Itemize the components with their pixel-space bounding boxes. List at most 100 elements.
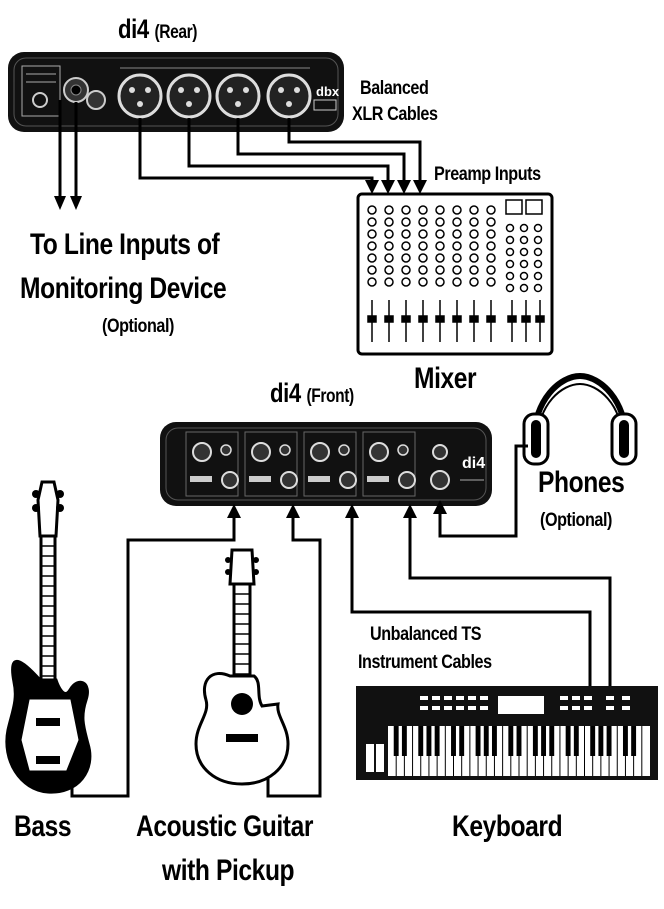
mixer-fader-cap [418, 315, 428, 323]
black-key [541, 726, 547, 756]
optional-left-label: (Optional) [102, 316, 174, 337]
unbalanced-label-line1: Unbalanced TS [370, 624, 482, 645]
mixer-knob [418, 277, 428, 287]
mixer-master-knob [519, 283, 529, 293]
phones-label: Phones [538, 466, 625, 499]
mixer-knob [469, 229, 479, 239]
front-input-jack [339, 471, 357, 489]
mixer-knob [435, 241, 445, 251]
mixer-knob [469, 265, 479, 275]
mixer-master-knob [519, 223, 529, 233]
mixer-knob [452, 217, 462, 227]
front-gain-knob [310, 442, 330, 462]
front-small-knob [220, 444, 232, 456]
mixer-master-knob [519, 259, 529, 269]
di4-rear-title: di4 (Rear) [118, 14, 197, 45]
mixer-knob [384, 217, 394, 227]
keyboard-button [480, 706, 488, 710]
mixer-fader-cap [384, 315, 394, 323]
keyboard-button [622, 706, 630, 710]
mixer-knob [452, 241, 462, 251]
mixer-knob [435, 205, 445, 215]
mixer-master-knob [533, 235, 543, 245]
mixer-knob [418, 265, 428, 275]
keyboard-button [432, 706, 440, 710]
mixer-knob [401, 229, 411, 239]
black-key [598, 726, 604, 756]
mixer-label: Mixer [414, 362, 477, 395]
black-key [491, 726, 497, 756]
mixer-knob [418, 205, 428, 215]
keyboard-button [444, 696, 452, 700]
mixer-master-knob [533, 259, 543, 269]
mixer-master-button [525, 199, 543, 215]
front-switch [367, 476, 389, 482]
mixer-knob [367, 229, 377, 239]
acoustic-label-line2: with Pickup [162, 854, 295, 887]
mixer-device [356, 192, 554, 356]
front-small-knob [338, 444, 350, 456]
mixer-fader-cap [486, 315, 496, 323]
mixer-knob [469, 277, 479, 287]
bass-label: Bass [14, 810, 72, 843]
black-key [622, 726, 628, 756]
mixer-knob [469, 217, 479, 227]
black-key [573, 726, 579, 756]
xlr-output-2 [166, 73, 212, 119]
balanced-label-line2: XLR Cables [352, 104, 438, 125]
mixer-knob [486, 217, 496, 227]
mixer-knob [401, 217, 411, 227]
mixer-knob [486, 253, 496, 263]
black-key [393, 726, 399, 756]
keyboard-icon [356, 686, 658, 780]
mixer-fader-cap [452, 315, 462, 323]
mixer-knob [367, 241, 377, 251]
mixer-knob [418, 253, 428, 263]
mixer-knob [469, 253, 479, 263]
front-small-knob [397, 444, 409, 456]
mixer-master-knob [505, 259, 515, 269]
mixer-fader-cap [367, 315, 377, 323]
black-key [631, 726, 637, 756]
mixer-knob [486, 205, 496, 215]
front-input-jack [398, 471, 416, 489]
di4-rear-name: di4 [118, 14, 149, 44]
mixer-knob [384, 277, 394, 287]
front-channel-panel [362, 431, 416, 497]
mixer-knob [401, 241, 411, 251]
keyboard-button [468, 696, 476, 700]
front-small-knob [279, 444, 291, 456]
mixer-master-knob [533, 271, 543, 281]
mixer-knob [486, 241, 496, 251]
keyboard-button [572, 706, 580, 710]
optional-right-label: (Optional) [540, 510, 612, 531]
mixer-knob [367, 205, 377, 215]
black-key [451, 726, 456, 756]
keyboard-button [622, 696, 630, 700]
mixer-master-fader-cap [521, 315, 531, 323]
mixer-knob [401, 253, 411, 263]
black-key [565, 726, 571, 756]
di4-front-name: di4 [270, 378, 301, 408]
black-key [475, 726, 481, 756]
keyboard-button [444, 706, 452, 710]
front-input-jack [280, 471, 298, 489]
bass-guitar-icon [5, 480, 92, 794]
black-key [606, 726, 612, 756]
mixer-master-fader-cap [507, 315, 517, 323]
mixer-knob [469, 205, 479, 215]
mixer-knob [452, 253, 462, 263]
acoustic-label-line1: Acoustic Guitar [136, 810, 314, 843]
di4-rear-tag: (Rear) [154, 22, 198, 43]
mixer-knob [435, 277, 445, 287]
front-gain-knob [251, 442, 271, 462]
black-key [401, 726, 407, 756]
black-key [418, 726, 424, 756]
mixer-fader-cap [401, 315, 411, 323]
mixer-knob [418, 241, 428, 251]
mixer-master-fader-cap [535, 315, 545, 323]
unbalanced-label-line2: Instrument Cables [358, 652, 492, 673]
front-switch [190, 476, 212, 482]
mixer-knob [384, 205, 394, 215]
